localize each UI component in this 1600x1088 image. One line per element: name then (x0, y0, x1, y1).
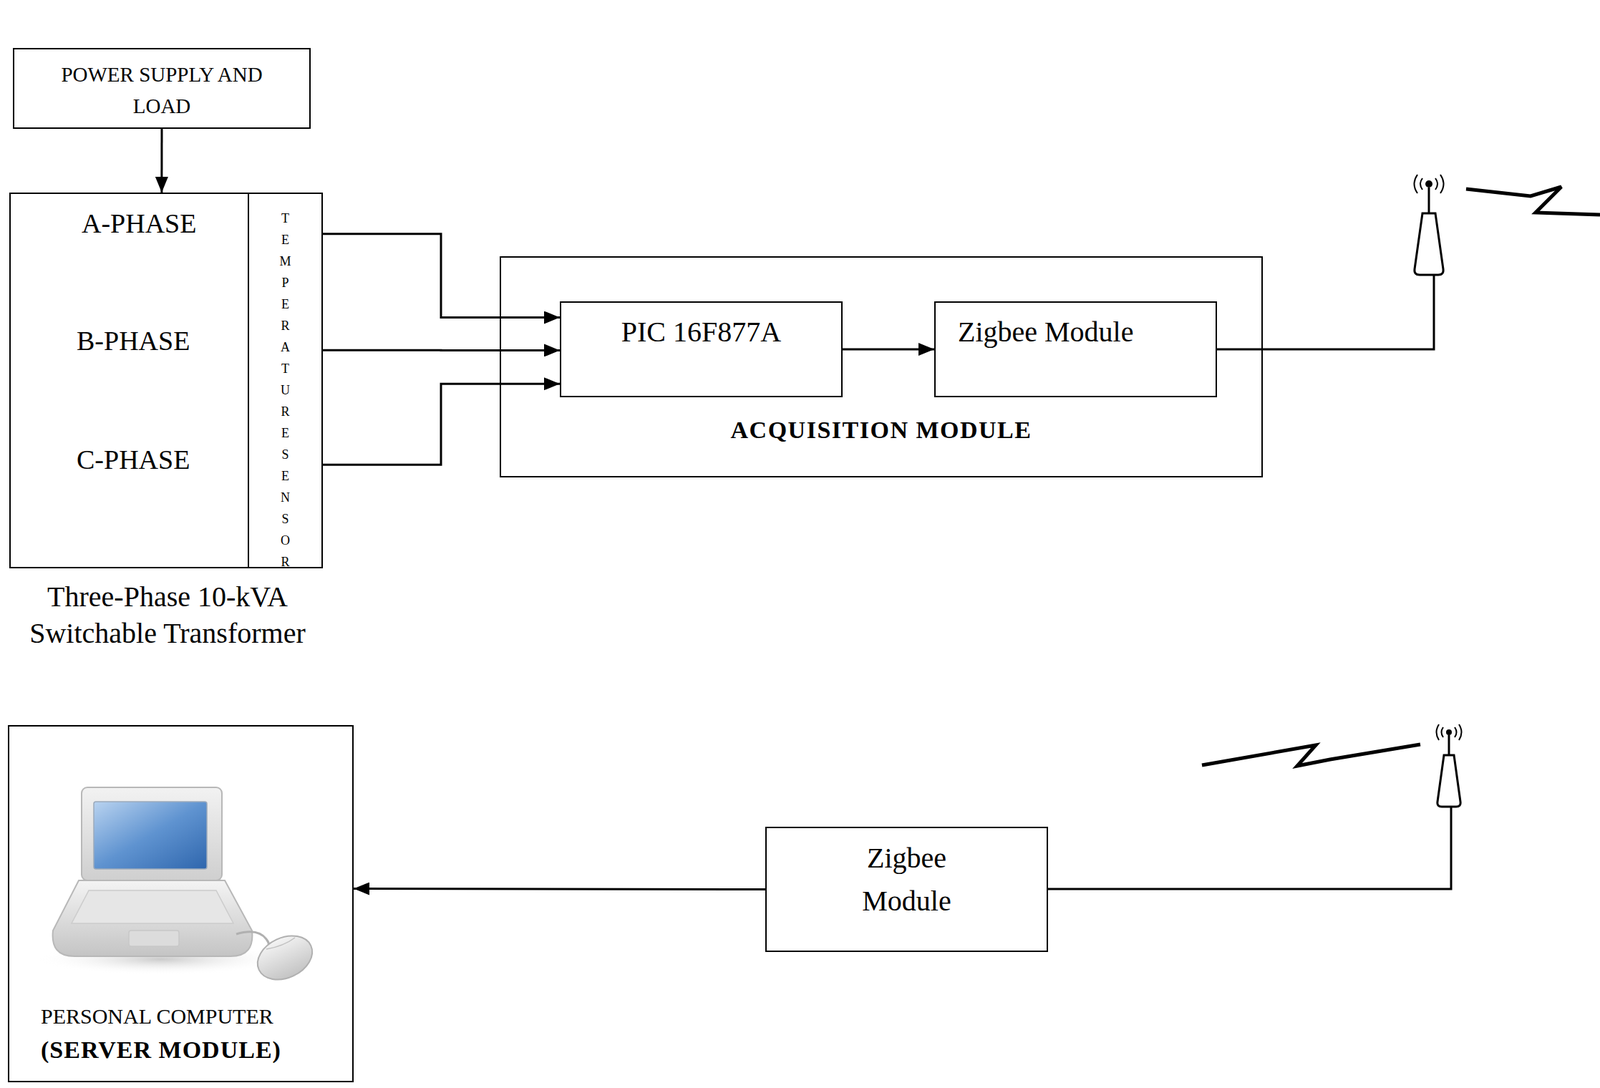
zigbee-transmitter-box: Zigbee Module (934, 301, 1218, 398)
temperature-sensor-strip: TEMPERATURESENSOR (247, 194, 322, 567)
antenna-tip (1446, 729, 1452, 736)
antenna-tip (1425, 180, 1433, 188)
antenna-symbol (1217, 174, 1600, 350)
box-label: Zigbee Module (957, 315, 1134, 349)
microcontroller-box: PIC 16F877A (559, 301, 843, 398)
server-label: (SERVER MODULE) (40, 1034, 282, 1066)
box-label: PIC 16F877A (561, 315, 842, 349)
phase-label: A-PHASE (81, 207, 197, 240)
server-computer-box: PERSONAL COMPUTER (SERVER MODULE) (7, 725, 354, 1083)
antenna-mast (1448, 735, 1451, 756)
module-title: ACQUISITION MODULE (522, 415, 1240, 445)
mouse-button-line (266, 937, 295, 950)
phase-label: B-PHASE (76, 325, 190, 357)
laptop-base (52, 880, 253, 957)
laptop-illustration (35, 787, 320, 988)
antenna-wire (1048, 806, 1452, 890)
box-label: Zigbee Module (834, 836, 979, 923)
box-label: POWER SUPPLY AND LOAD (14, 58, 310, 122)
phase-signal-arrow (321, 349, 560, 352)
transformer-caption: Three-Phase 10-kVA Switchable Transforme… (1, 578, 334, 652)
antenna-body (1414, 213, 1444, 275)
mouse (250, 927, 320, 989)
data-arrow (353, 887, 766, 891)
sensor-label: TEMPERATURESENSOR (278, 211, 293, 577)
antenna-body (1437, 755, 1461, 807)
antenna-mast (1428, 187, 1431, 215)
power-arrow (160, 128, 163, 193)
laptop-keyboard (71, 890, 234, 924)
wireless-link (1201, 744, 1421, 766)
power-supply-box: POWER SUPPLY AND LOAD (12, 47, 311, 129)
laptop-lid (81, 787, 222, 881)
laptop-touchpad (128, 930, 179, 947)
transformer-box: A-PHASEB-PHASEC-PHASEThree-Phase 10-kVA … (9, 192, 323, 569)
laptop-screen (93, 801, 207, 870)
antenna-wire (1217, 274, 1434, 350)
phase-signal-arrow (321, 383, 560, 465)
computer-label: PERSONAL COMPUTER (40, 1002, 274, 1031)
acquisition-module-box: ACQUISITION MODULE PIC 16F877A Zigbee Modu… (499, 256, 1263, 478)
zigbee-receiver-box: Zigbee Module (765, 826, 1049, 953)
phase-label: C-PHASE (76, 443, 190, 476)
wireless-link (1466, 186, 1600, 215)
antenna-symbol (1048, 724, 1462, 890)
phase-signal-arrow (321, 234, 560, 318)
data-arrow (842, 348, 935, 351)
